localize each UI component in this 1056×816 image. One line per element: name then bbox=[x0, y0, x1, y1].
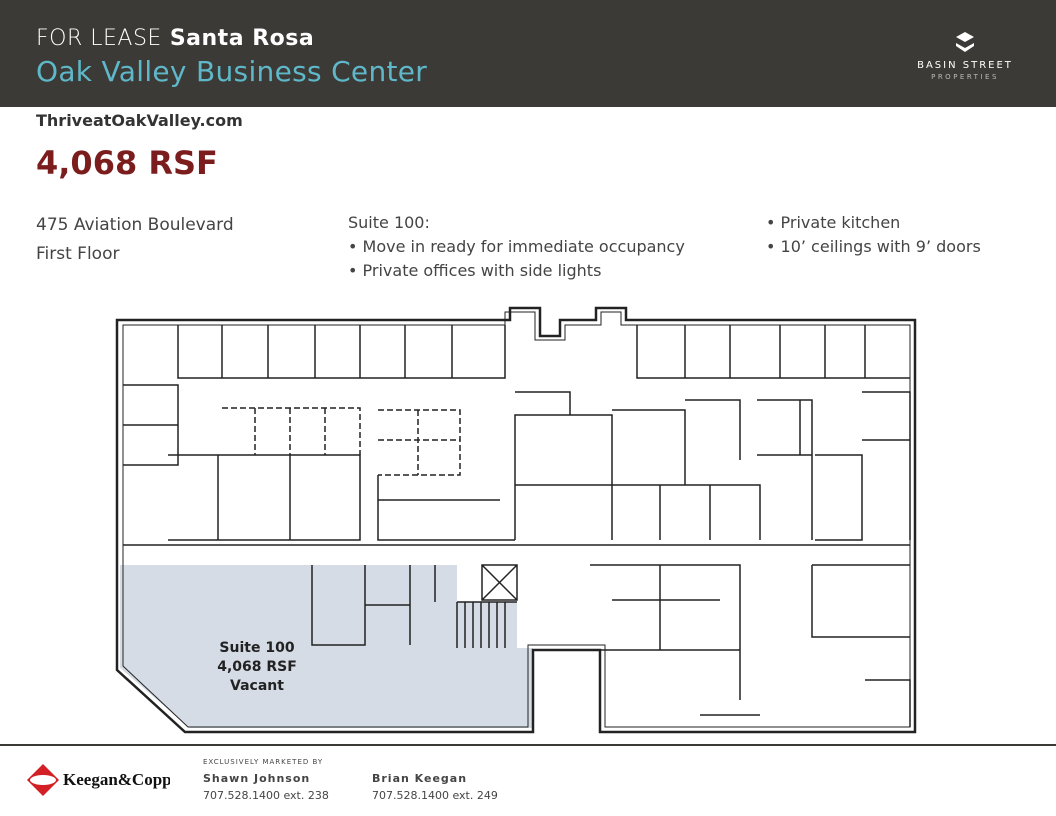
agent-2: Brian Keegan 707.528.1400 ext. 249 bbox=[372, 770, 498, 804]
agent-phone: 707.528.1400 ext. 238 bbox=[203, 789, 329, 802]
address: 475 Aviation Boulevard First Floor bbox=[36, 211, 234, 269]
website-link[interactable]: ThriveatOakValley.com bbox=[36, 111, 243, 130]
footer-divider bbox=[0, 744, 1056, 746]
suite-status-label: Vacant bbox=[230, 678, 284, 694]
for-lease-heading: FOR LEASE Santa Rosa bbox=[36, 26, 314, 51]
features-col1: Suite 100: • Move in ready for immediate… bbox=[348, 211, 685, 283]
rsf-size: 4,068 RSF bbox=[36, 144, 218, 182]
basin-street-logo: BASIN STREET PROPERTIES bbox=[905, 32, 1025, 81]
agent-name: Shawn Johnson bbox=[203, 772, 311, 785]
logo-sub: PROPERTIES bbox=[931, 73, 999, 81]
feature-item: • 10’ ceilings with 9’ doors bbox=[766, 237, 981, 256]
logo-name: BASIN STREET bbox=[917, 60, 1013, 71]
feature-item: • Private kitchen bbox=[766, 213, 901, 232]
for-lease-label: FOR LEASE bbox=[36, 26, 162, 51]
suite-label: Suite 100: bbox=[348, 213, 430, 232]
suite-name-label: Suite 100 bbox=[219, 640, 294, 656]
feature-item: • Private offices with side lights bbox=[348, 261, 602, 280]
city-label: Santa Rosa bbox=[169, 26, 315, 51]
svg-text:Keegan&Coppin: Keegan&Coppin bbox=[63, 770, 170, 789]
agent-1: Shawn Johnson 707.528.1400 ext. 238 bbox=[203, 770, 329, 804]
features-col2: • Private kitchen • 10’ ceilings with 9’… bbox=[766, 211, 981, 259]
agent-name: Brian Keegan bbox=[372, 772, 468, 785]
basin-street-logo-icon bbox=[956, 32, 974, 52]
address-street: 475 Aviation Boulevard bbox=[36, 215, 234, 235]
agent-phone: 707.528.1400 ext. 249 bbox=[372, 789, 498, 802]
suite-rsf-label: 4,068 RSF bbox=[217, 659, 297, 675]
header-banner: FOR LEASE Santa Rosa Oak Valley Business … bbox=[0, 0, 1056, 107]
feature-item: • Move in ready for immediate occupancy bbox=[348, 237, 685, 256]
marketed-by-label: EXCLUSIVELY MARKETED BY bbox=[203, 758, 324, 766]
keegan-coppin-logo: Keegan&Coppin bbox=[25, 762, 186, 802]
property-title: Oak Valley Business Center bbox=[36, 55, 428, 88]
address-floor: First Floor bbox=[36, 244, 120, 264]
